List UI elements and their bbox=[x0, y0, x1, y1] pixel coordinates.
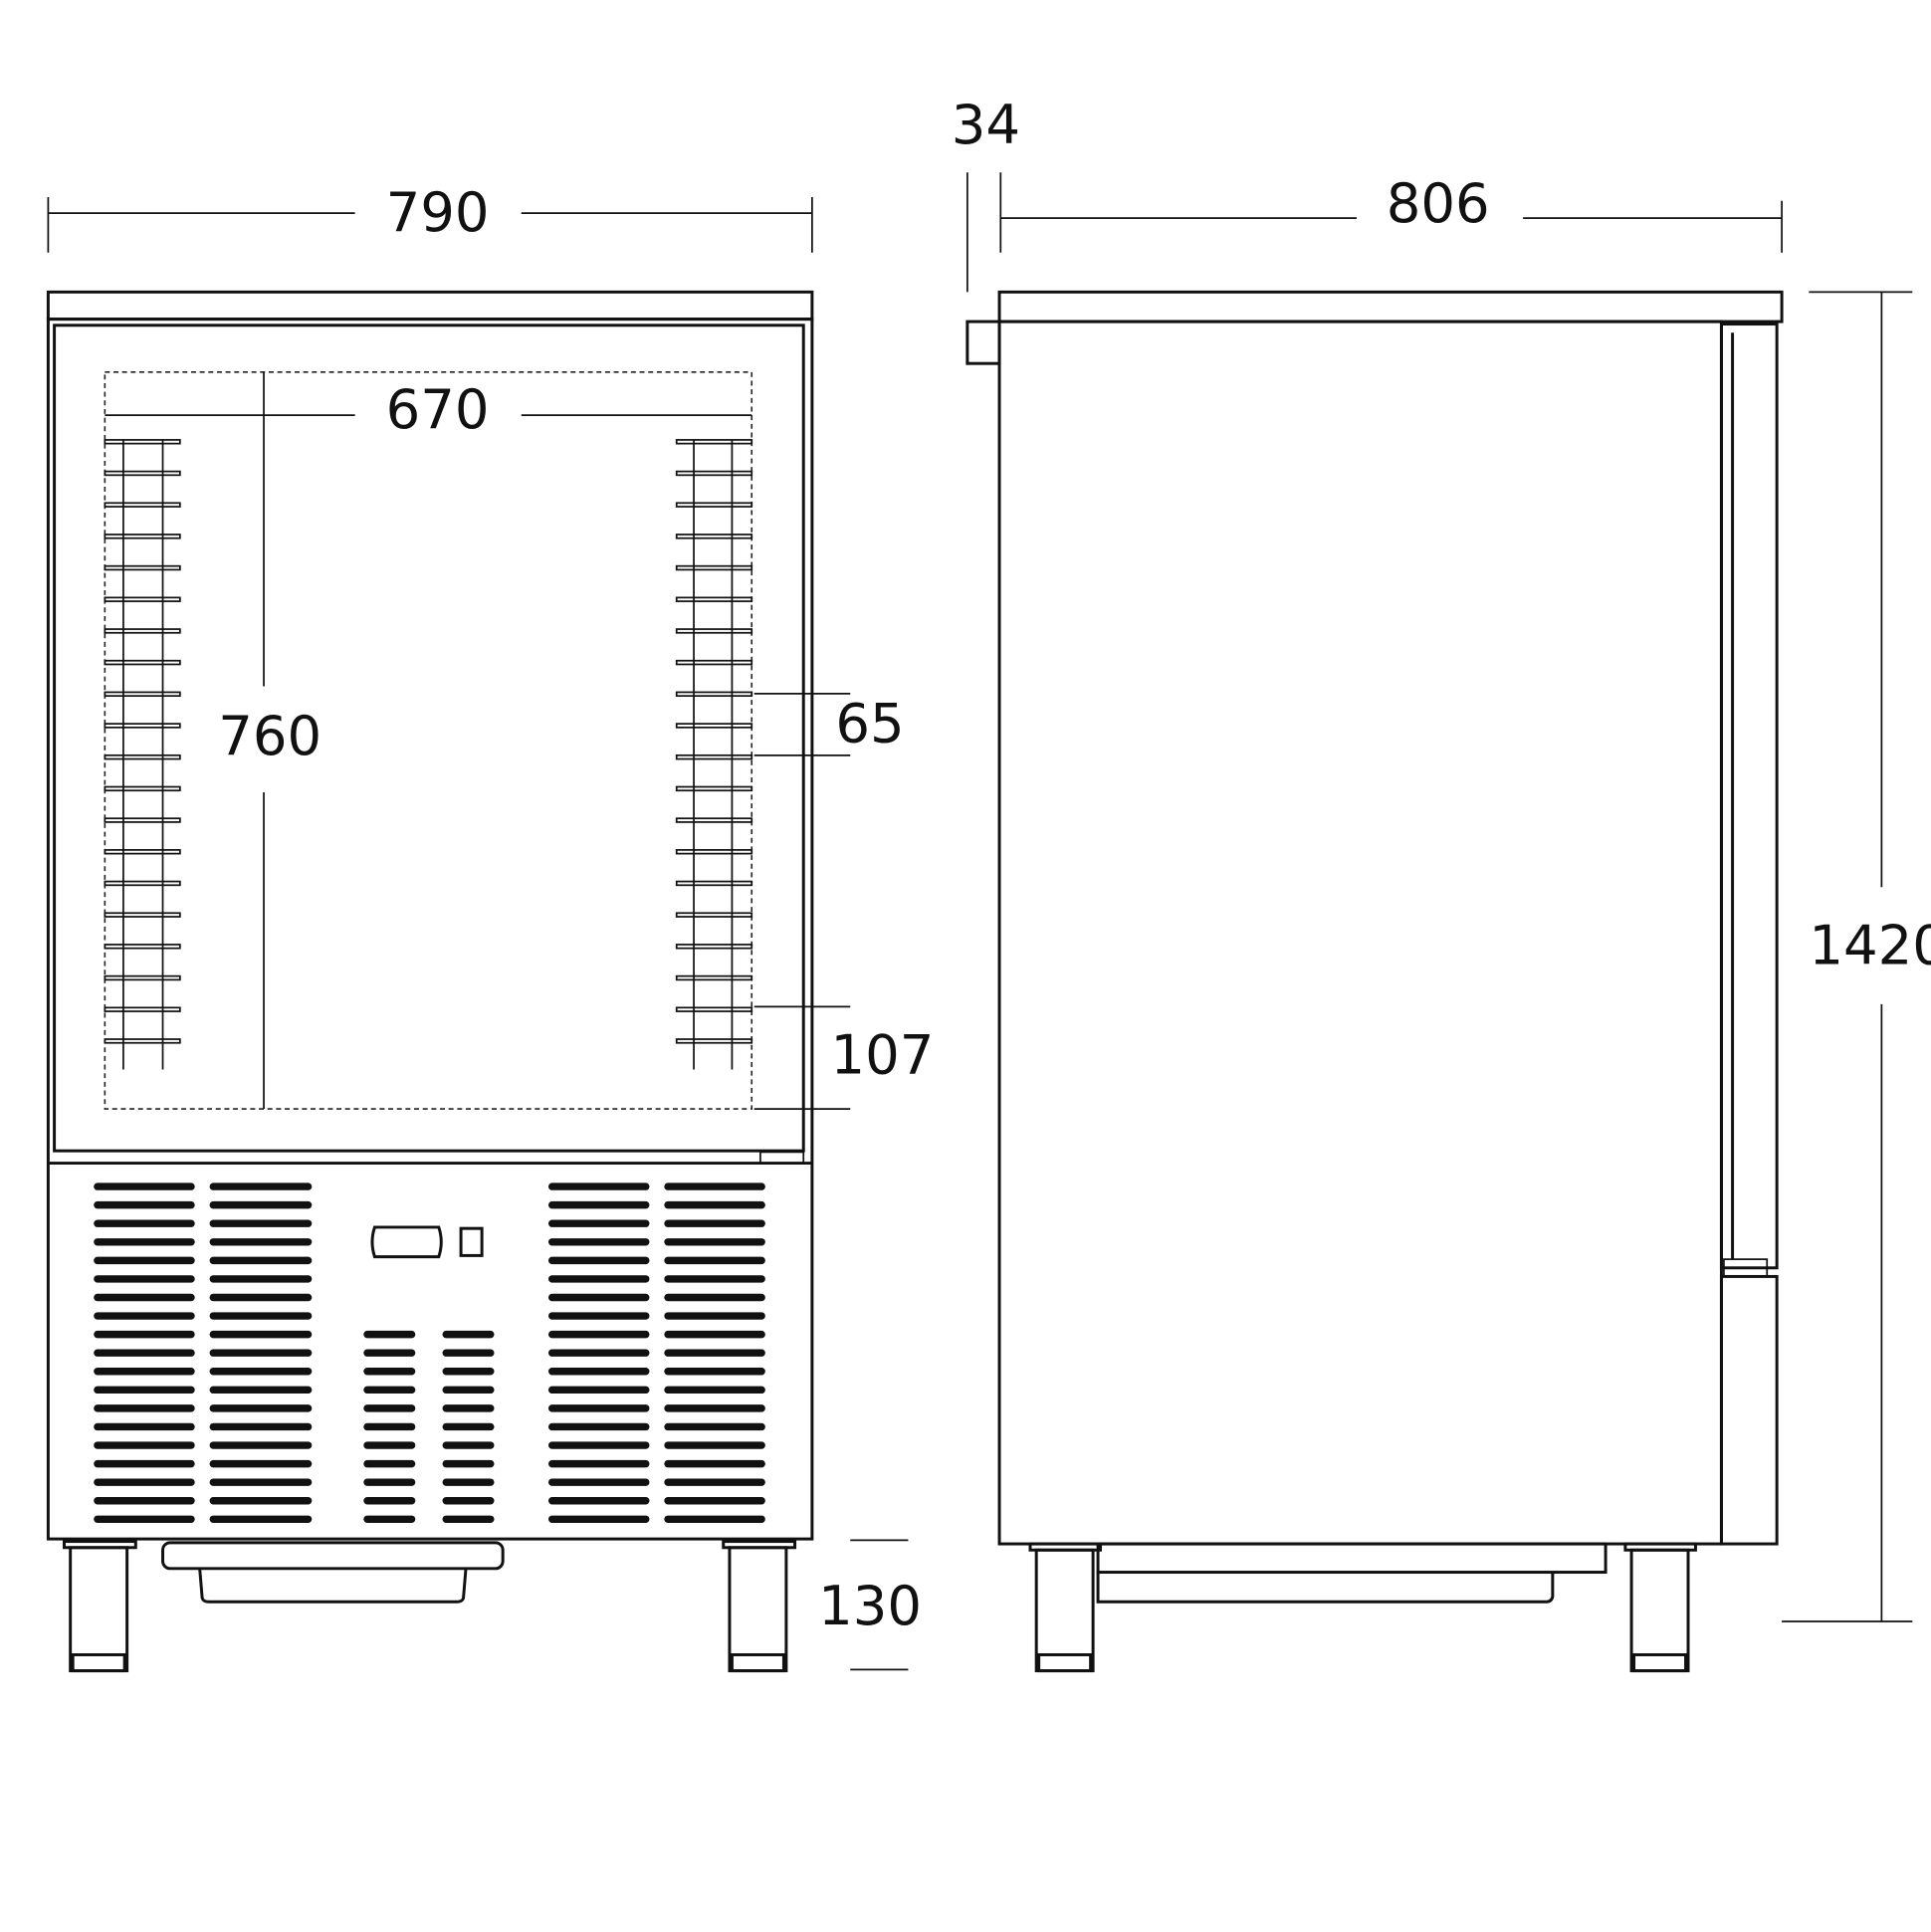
side-legs bbox=[1028, 1542, 1697, 1673]
rack-rail bbox=[104, 596, 181, 602]
rack-rail bbox=[675, 944, 753, 950]
door bbox=[53, 323, 805, 1153]
rack-rail bbox=[104, 1038, 181, 1044]
rack-rail bbox=[675, 534, 753, 539]
dimension-inner-width: 670 bbox=[386, 377, 490, 441]
dimension-overall-width: 790 bbox=[386, 180, 490, 244]
rack-rail bbox=[104, 502, 181, 508]
rack-rail bbox=[104, 880, 181, 887]
rack-rail bbox=[104, 659, 181, 666]
power-switch bbox=[459, 1226, 484, 1257]
dimension-shelf-pitch: 65 bbox=[835, 691, 904, 754]
rack-rail bbox=[675, 596, 753, 602]
side-body bbox=[997, 320, 1723, 1546]
display-panel bbox=[370, 1225, 443, 1259]
dimension-overall-height: 1420 bbox=[1809, 913, 1931, 976]
ventilation-grille bbox=[94, 1182, 765, 1524]
rack-rail bbox=[675, 817, 753, 823]
front-view: 790 670 760 65 107 bbox=[46, 180, 934, 1673]
rack-rail bbox=[104, 944, 181, 950]
rack-rail bbox=[104, 1006, 181, 1012]
rack-rail bbox=[675, 849, 753, 855]
rack-rail bbox=[675, 974, 753, 981]
rack-rail bbox=[104, 912, 181, 918]
rack-rail bbox=[104, 691, 181, 698]
rack-rail bbox=[675, 691, 753, 698]
rack-rail bbox=[104, 753, 181, 760]
rack-rail bbox=[104, 470, 181, 477]
dimension-bottom-clearance: 107 bbox=[830, 1022, 934, 1086]
side-top-panel bbox=[997, 290, 1784, 323]
rack-rail bbox=[675, 659, 753, 666]
cabinet-body bbox=[46, 318, 814, 1541]
rack-rail bbox=[675, 470, 753, 477]
rack-rail bbox=[104, 723, 181, 729]
rack-rail bbox=[675, 564, 753, 571]
rack-rail bbox=[104, 785, 181, 792]
rack-rail bbox=[104, 534, 181, 539]
legs bbox=[63, 1540, 797, 1673]
rack-rail bbox=[675, 785, 753, 792]
rack-rail bbox=[104, 849, 181, 855]
rack-rail bbox=[675, 880, 753, 887]
dimension-overall-depth: 806 bbox=[1387, 171, 1490, 235]
rack-rail bbox=[104, 628, 181, 634]
rack-rail bbox=[104, 817, 181, 823]
rack-rail bbox=[675, 753, 753, 760]
rack-rail bbox=[675, 439, 753, 445]
rack-rail bbox=[675, 723, 753, 729]
dimension-handle-depth: 34 bbox=[952, 93, 1020, 156]
dimension-inner-height: 760 bbox=[218, 704, 322, 767]
rack-rail bbox=[104, 439, 181, 445]
inner-chamber-outline bbox=[104, 371, 753, 1110]
tray-racks bbox=[104, 439, 753, 1070]
handle bbox=[966, 320, 1001, 365]
drip-tray bbox=[161, 1541, 505, 1571]
rack-rail bbox=[675, 502, 753, 508]
door-side bbox=[1719, 322, 1779, 1270]
dimension-leg-height: 130 bbox=[818, 1574, 922, 1637]
rack-rail bbox=[675, 1006, 753, 1012]
rack-rail bbox=[104, 564, 181, 571]
rack-rail bbox=[104, 974, 181, 981]
rack-rail bbox=[675, 1038, 753, 1044]
rack-rail bbox=[675, 912, 753, 918]
side-view: 34 806 1420 bbox=[952, 93, 1931, 1673]
top-panel bbox=[46, 290, 814, 322]
rack-rail bbox=[675, 628, 753, 634]
